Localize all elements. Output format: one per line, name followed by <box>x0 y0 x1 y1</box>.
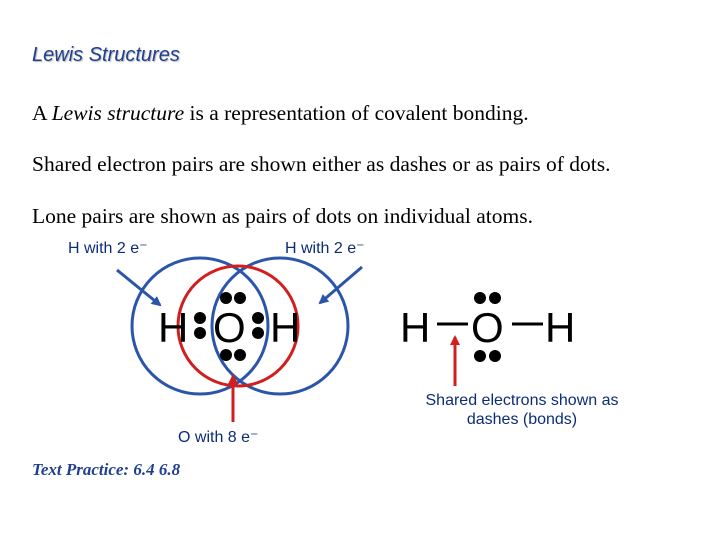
lone-pair-bottom-dot <box>234 349 246 361</box>
shared-pair-right-dot <box>252 327 264 339</box>
dash-structure-h-left: H <box>400 304 430 351</box>
dot-structure-h-right: H <box>270 304 300 351</box>
dash-structure-h-right: H <box>545 304 575 351</box>
lone-pair-bottom-dot <box>474 350 486 362</box>
text-practice-reference: Text Practice: 6.4 6.8 <box>32 460 181 479</box>
lone-pair-bottom-dot <box>489 350 501 362</box>
dash-structure-lone-pairs <box>474 292 501 362</box>
shared-pair-left-dot <box>194 312 206 324</box>
dot-structure-h-left: H <box>158 304 188 351</box>
dot-structure-o: O <box>213 304 246 351</box>
shared-pair-right-dot <box>252 312 264 324</box>
lone-pair-top-dot <box>234 292 246 304</box>
p1-emphasis: Lewis structure <box>51 101 185 125</box>
lone-pair-top-dot <box>220 292 232 304</box>
label-h-left-electrons: H with 2 e⁻ <box>68 240 148 257</box>
dash-structure-o: O <box>471 304 504 351</box>
slide-title: Lewis Structures <box>32 44 180 66</box>
dot-structure-electrons <box>194 292 264 361</box>
label-h-right-electrons: H with 2 e⁻ <box>285 240 365 257</box>
paragraph-lone-pairs: Lone pairs are shown as pairs of dots on… <box>32 204 533 228</box>
o-circle <box>176 264 300 388</box>
arrow-h-right <box>318 265 363 305</box>
lone-pair-top-dot <box>489 292 501 304</box>
lone-pair-top-dot <box>474 292 486 304</box>
paragraph-shared-pairs: Shared electron pairs are shown either a… <box>32 152 611 176</box>
h-left-circle <box>130 256 270 396</box>
shared-pair-left-dot <box>194 327 206 339</box>
p1-text-end: is a representation of covalent bonding. <box>184 101 529 125</box>
arrow-h-left <box>116 268 162 307</box>
h-right-circle <box>210 256 350 396</box>
label-o-eight-electrons: O with 8 e⁻ <box>178 429 259 446</box>
paragraph-lewis-definition: A Lewis structure is a representation of… <box>32 101 529 126</box>
lone-pair-bottom-dot <box>220 349 232 361</box>
label-shared-as-dashes: Shared electrons shown as dashes (bonds) <box>425 392 619 428</box>
p1-text-start: A <box>32 101 52 125</box>
